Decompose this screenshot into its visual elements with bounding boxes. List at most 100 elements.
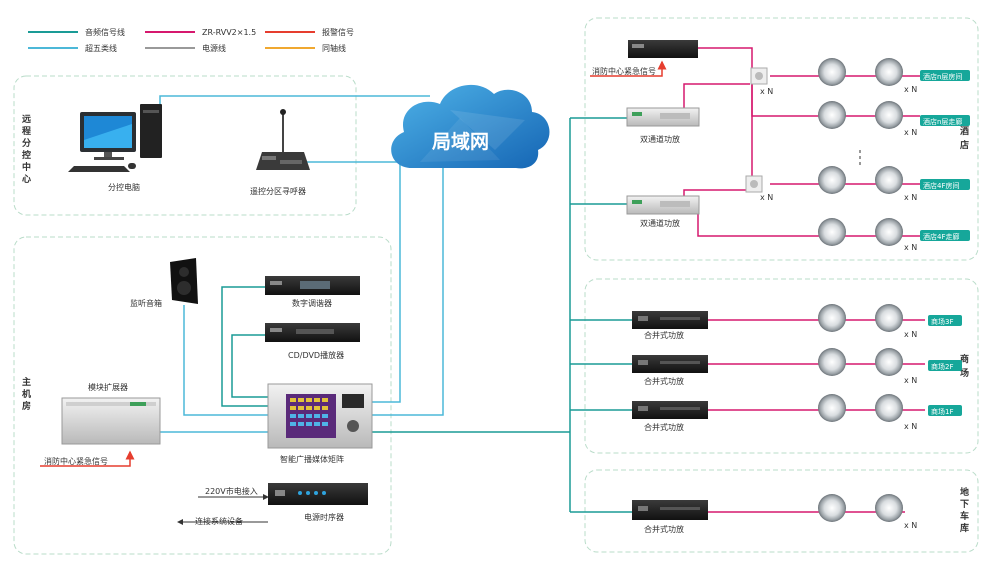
mall-amp-3: [632, 401, 708, 419]
svg-text:心: 心: [22, 174, 31, 185]
cd-player: [265, 323, 360, 342]
power-out-label: 连接系统设备: [195, 516, 243, 526]
module-expander: [61, 397, 161, 445]
hotel-speakers: [818, 58, 903, 246]
zone-main-box: [13, 236, 392, 555]
tag-mall-1f: 商场1F: [928, 405, 962, 416]
svg-text:商场1F: 商场1F: [931, 407, 953, 416]
hotel-fire-label: 消防中心紧急信号: [592, 66, 656, 76]
hotel-row2-xn: x N: [904, 128, 917, 137]
vc1-xn: x N: [760, 87, 773, 96]
lan-cloud: 局域网: [391, 84, 550, 169]
volume-controller-1: [750, 67, 768, 85]
svg-text:库: 库: [960, 522, 969, 534]
mall-row2-xn: x N: [904, 376, 917, 385]
svg-text:场: 场: [960, 367, 969, 379]
mall-row3-xn: x N: [904, 422, 917, 431]
svg-text:分: 分: [22, 137, 31, 149]
audio-wiring: [221, 117, 632, 513]
zone-garage-box: [584, 469, 979, 553]
hotel-row3-xn: x N: [904, 193, 917, 202]
power-sequencer: [268, 483, 368, 505]
lan-label: 局域网: [432, 130, 489, 153]
hotel-amp-1: [626, 107, 700, 127]
mall-row1-xn: x N: [904, 330, 917, 339]
svg-text:地: 地: [960, 486, 969, 498]
zone-mall-label: 商场: [960, 353, 969, 379]
monitor-speaker: [170, 258, 198, 304]
svg-text:酒: 酒: [960, 125, 969, 137]
svg-text:程: 程: [22, 125, 31, 137]
volume-controller-2: [745, 175, 763, 193]
svg-text:机: 机: [22, 388, 31, 400]
svg-text:房: 房: [22, 400, 31, 412]
svg-text:商: 商: [960, 353, 969, 365]
hotel-amp-2: [626, 195, 700, 215]
sequencer-label: 电源时序器: [304, 512, 344, 522]
legend-cat5: 超五类线: [85, 43, 117, 53]
tag-hotel-corr-4: 酒店4F走廊: [920, 230, 970, 241]
svg-text:酒店4F房间: 酒店4F房间: [923, 181, 959, 190]
pc-label: 分控电脑: [108, 182, 140, 192]
svg-text:酒店n层房间: 酒店n层房间: [923, 72, 962, 81]
mall-speakers: [818, 304, 903, 422]
svg-text:酒店4F走廊: 酒店4F走廊: [923, 232, 959, 241]
vc2-xn: x N: [760, 193, 773, 202]
svg-text:下: 下: [960, 499, 969, 510]
tag-hotel-corr-n: 酒店n层走廊: [920, 115, 970, 126]
hotel-amp1-label: 双通道功放: [640, 134, 680, 144]
zone-hotel-box: [584, 17, 979, 261]
svg-text:商场2F: 商场2F: [931, 362, 953, 371]
zone-main-label: 主机房: [22, 376, 31, 412]
mall-amp1-label: 合并式功放: [644, 330, 684, 340]
monitor-label: 监听音箱: [130, 298, 162, 308]
hotel-amp2-label: 双通道功放: [640, 218, 680, 228]
paging-console: [256, 109, 310, 170]
legend-power: 电源线: [202, 43, 226, 53]
tag-mall-3f: 商场3F: [928, 315, 962, 326]
cd-label: CD/DVD播放器: [288, 350, 344, 360]
legend-coax: 同轴线: [322, 43, 346, 53]
broadcast-matrix: [267, 383, 373, 449]
zone-remote-box: [13, 75, 357, 216]
mall-amp3-label: 合并式功放: [644, 422, 684, 432]
tag-mall-2f: 商场2F: [928, 360, 962, 371]
legend-audio: 音频信号线: [85, 27, 125, 37]
tag-hotel-room-4: 酒店4F房间: [920, 179, 970, 190]
svg-text:主: 主: [22, 376, 31, 388]
svg-text:商场3F: 商场3F: [931, 317, 953, 326]
svg-text:中: 中: [22, 161, 31, 173]
matrix-label: 智能广播媒体矩阵: [280, 454, 344, 464]
tuner-label: 数字调谐器: [292, 298, 332, 308]
expander-label: 模块扩展器: [88, 382, 128, 392]
garage-amp: [632, 500, 708, 520]
legend-zr: ZR-RVV2×1.5: [202, 28, 256, 37]
svg-text:控: 控: [22, 149, 31, 161]
legend: 音频信号线 ZR-RVV2×1.5 报警信号 超五类线 电源线 同轴线: [28, 27, 354, 53]
svg-text:酒店n层走廊: 酒店n层走廊: [923, 117, 962, 126]
pc-workstation: [68, 104, 162, 172]
mall-amp2-label: 合并式功放: [644, 376, 684, 386]
svg-text:远: 远: [22, 114, 32, 125]
hotel-row4-xn: x N: [904, 243, 917, 252]
paging-label: 遥控分区寻呼器: [250, 186, 306, 196]
garage-row-xn: x N: [904, 521, 917, 530]
mall-amp-2: [632, 355, 708, 373]
fire-main-label: 消防中心紧急信号: [44, 456, 108, 466]
legend-alarm: 报警信号: [322, 27, 354, 37]
svg-text:店: 店: [960, 139, 969, 151]
mall-amp-1: [632, 311, 708, 329]
garage-speakers: [818, 494, 903, 522]
zone-mall-box: [584, 278, 979, 454]
alarm-wiring: [40, 60, 667, 467]
garage-amp-label: 合并式功放: [644, 524, 684, 534]
tag-hotel-room-n: 酒店n层房间: [920, 70, 970, 81]
power-wiring: [177, 150, 861, 525]
hotel-row1-xn: x N: [904, 85, 917, 94]
tuner-device: [265, 276, 360, 295]
zone-hotel-label: 酒店: [960, 125, 969, 151]
svg-text:车: 车: [960, 510, 969, 522]
